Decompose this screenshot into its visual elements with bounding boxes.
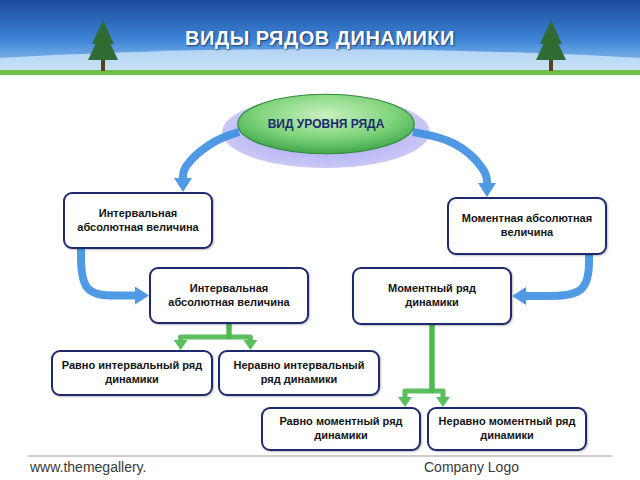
tree [536, 20, 566, 71]
node-text: Интервальная абсолютная величина [157, 282, 301, 310]
flow-arrow [229, 324, 250, 340]
node-text: Моментный ряд динамики [360, 282, 504, 310]
flow-arrow [183, 132, 239, 178]
footer-rule [28, 456, 612, 457]
flow-arrow [181, 324, 229, 340]
subtype-box: Равно интервальный ряд динамики [51, 350, 213, 396]
flow-arrow [526, 255, 589, 296]
node-text: Интервальная абсолютная величина [71, 207, 205, 235]
tree [88, 20, 118, 71]
node-text: ВИД УРОВНЯ РЯДА [268, 117, 385, 132]
category-box: Интервальная абсолютная величина [63, 192, 213, 249]
series-box: Моментный ряд динамики [352, 267, 512, 325]
flow-arrow [432, 325, 443, 397]
flow-arrow [413, 132, 487, 183]
footer-text: Company Logo [424, 459, 519, 475]
subtype-box: Равно моментный ряд динамики [261, 407, 421, 451]
node-text: Равно моментный ряд динамики [269, 415, 413, 443]
node-text: Равно интервальный ряд динамики [59, 359, 205, 387]
oval-fill [238, 94, 414, 154]
node-text: Неравно интервальный ряд динамики [226, 359, 372, 387]
header-band [0, 0, 640, 74]
node-text: Неравно моментный ряд динамики [435, 415, 579, 443]
node-text: Моментная абсолютная величина [455, 212, 599, 240]
header-grass [0, 70, 640, 75]
flow-arrow [81, 249, 135, 296]
slide-title: ВИДЫ РЯДОВ ДИНАМИКИ [110, 27, 530, 50]
series-box: Интервальная абсолютная величина [149, 267, 309, 324]
subtype-box: Неравно моментный ряд динамики [427, 407, 587, 451]
footer-text: www.themegallery. [30, 459, 146, 475]
root-oval: ВИД УРОВНЯ РЯДА [236, 93, 416, 155]
flow-arrow [405, 325, 432, 397]
category-box: Моментная абсолютная величина [447, 197, 607, 255]
subtype-box: Неравно интервальный ряд динамики [218, 350, 380, 396]
